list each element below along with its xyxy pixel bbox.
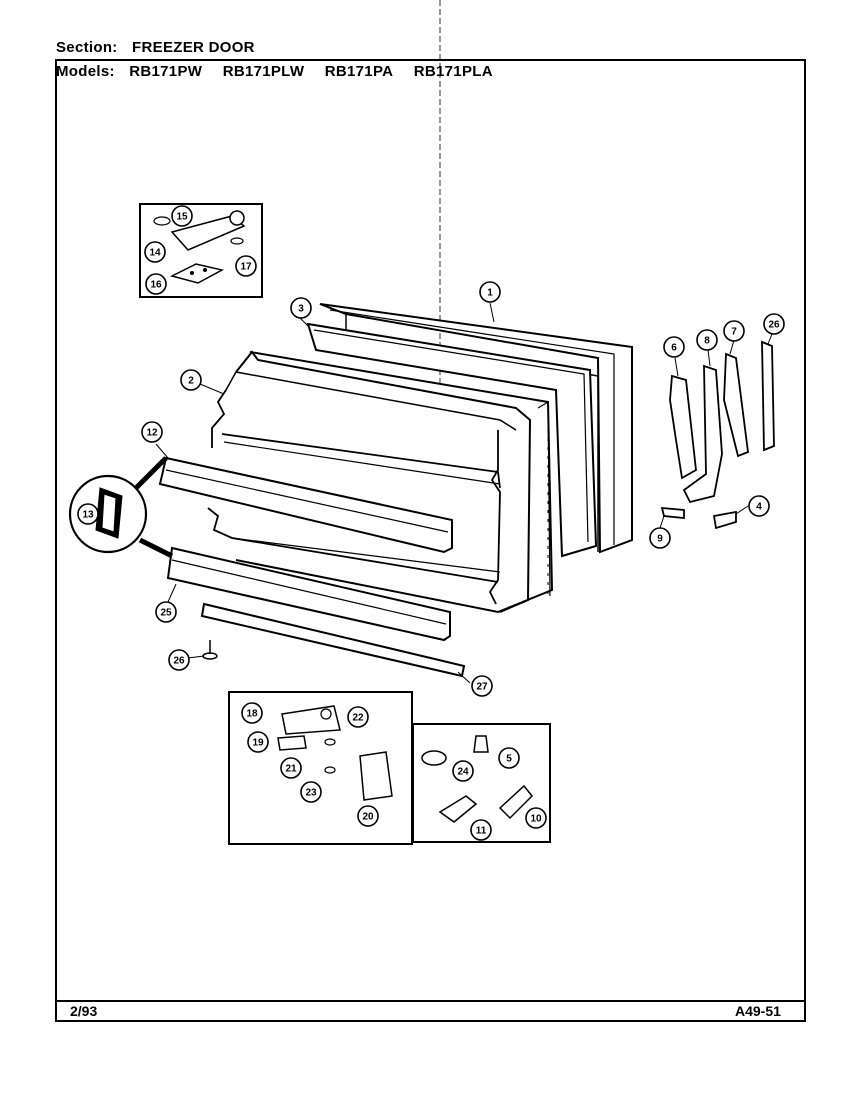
callout-16: 16: [145, 273, 167, 295]
callout-5: 5: [498, 747, 520, 769]
callout-number: 18: [246, 709, 258, 720]
callout-8: 8: [696, 329, 718, 351]
callout-number: 6: [671, 343, 677, 354]
callout-17: 17: [235, 255, 257, 277]
callout-21: 21: [280, 757, 302, 779]
footer-date: 2/93: [70, 1003, 98, 1019]
callout-13: 13: [77, 503, 99, 525]
diagram-frame: [55, 59, 806, 1022]
callout-12: 12: [141, 421, 163, 443]
callout-number: 15: [176, 212, 188, 223]
callout-number: 4: [756, 502, 762, 513]
callout-number: 23: [305, 788, 317, 799]
models-label: Models:: [56, 63, 115, 80]
callout-22: 22: [347, 706, 369, 728]
callout-26: 26: [168, 649, 190, 671]
model-2: RB171PLW: [222, 63, 305, 80]
section-label: Section:: [56, 39, 118, 56]
callout-number: 16: [150, 280, 162, 291]
callout-number: 9: [657, 534, 663, 545]
callout-number: 17: [240, 262, 252, 273]
callout-number: 21: [285, 764, 297, 775]
models-line: Models: RB171PW RB171PLW RB171PA RB171PL…: [56, 63, 509, 80]
upper-shelf-bar: [158, 456, 453, 554]
callout-4: 4: [748, 495, 770, 517]
callout-25: 25: [155, 601, 177, 623]
model-4: RB171PLA: [413, 63, 493, 80]
callout-labels: 1234567891011121314151617181920212223242…: [77, 205, 785, 841]
callout-27: 27: [471, 675, 493, 697]
screw-part: [202, 640, 218, 660]
callout-23: 23: [300, 781, 322, 803]
callout-1: 1: [479, 281, 501, 303]
footer-divider: [55, 1000, 806, 1002]
door-gasket: [306, 322, 598, 558]
callout-number: 11: [476, 826, 487, 837]
callout-number: 12: [146, 428, 158, 439]
inner-door-liner: [207, 350, 554, 614]
callout-number: 3: [298, 304, 304, 315]
callout-14: 14: [144, 241, 166, 263]
callout-number: 27: [476, 682, 488, 693]
detail-bubble-13: [68, 456, 174, 559]
callout-26: 26: [763, 313, 785, 335]
hinge-parts-right: [660, 340, 775, 530]
callout-3: 3: [290, 297, 312, 319]
callout-number: 22: [352, 713, 364, 724]
callout-number: 24: [457, 767, 469, 778]
callout-number: 26: [173, 656, 185, 667]
lower-shelf-bar: [166, 546, 451, 642]
callout-number: 7: [731, 327, 737, 338]
callout-11: 11: [470, 819, 492, 841]
callout-number: 20: [362, 812, 374, 823]
callout-number: 25: [160, 608, 172, 619]
callout-6: 6: [663, 336, 685, 358]
section-value: FREEZER DOOR: [132, 39, 255, 56]
callout-15: 15: [171, 205, 193, 227]
section-line: Section: FREEZER DOOR: [56, 39, 255, 56]
callout-number: 14: [149, 248, 161, 259]
footer-code: A49-51: [735, 1003, 781, 1019]
callout-10: 10: [525, 807, 547, 829]
callout-18: 18: [241, 702, 263, 724]
callout-number: 13: [82, 510, 94, 521]
inset-hardware: [412, 723, 551, 843]
model-3: RB171PA: [324, 63, 394, 80]
inset-hinge-bottom: [228, 691, 413, 845]
callout-number: 8: [704, 336, 710, 347]
callout-24: 24: [452, 760, 474, 782]
callout-19: 19: [247, 731, 269, 753]
callout-number: 26: [768, 320, 780, 331]
callout-7: 7: [723, 320, 745, 342]
callout-number: 1: [487, 288, 493, 299]
leader-lines: [155, 302, 773, 684]
callout-20: 20: [357, 805, 379, 827]
model-1: RB171PW: [129, 63, 203, 80]
inset-hinge-top: [139, 203, 263, 298]
callout-number: 2: [188, 376, 194, 387]
callout-number: 5: [506, 754, 512, 765]
callout-9: 9: [649, 527, 671, 549]
callout-number: 10: [530, 814, 542, 825]
callout-number: 19: [252, 738, 264, 749]
callout-2: 2: [180, 369, 202, 391]
